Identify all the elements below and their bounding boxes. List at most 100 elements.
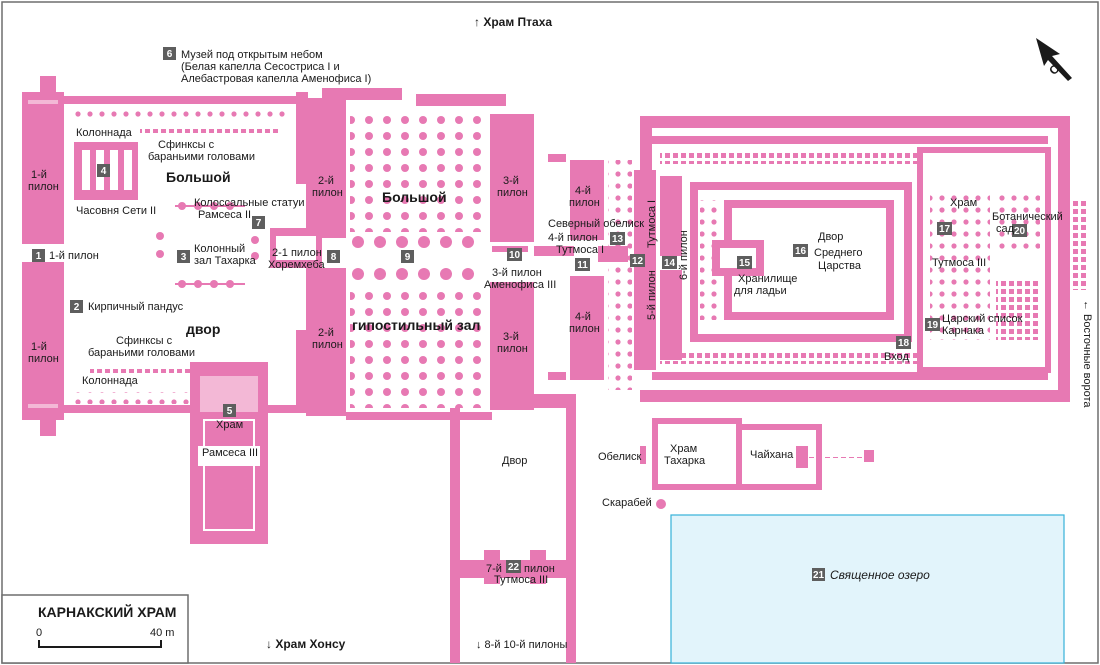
marker-20: 20 [1012,224,1027,237]
chapel-seti [74,142,138,200]
svg-text:(Белая капелла Сесостриса I и: (Белая капелла Сесостриса I и [181,61,340,73]
label-pylon6: 6-й пилон [678,230,690,280]
ramses-temple [190,362,268,544]
svg-text:бараньими головами: бараньими головами [88,347,195,359]
label-pylon1: 1-й пилон [49,250,99,262]
svg-text:Рамсеса II: Рамсеса II [198,209,251,221]
label-north-obelisk: Северный обелиск [548,218,644,230]
svg-text:зал Тахарка: зал Тахарка [194,255,257,267]
label-colonnade-top: Колоннада [76,127,133,139]
svg-text:Рамсеса III: Рамсеса III [202,447,258,459]
svg-text:для ладьи: для ладьи [734,285,787,297]
label-sacred-lake: Священное озеро [830,568,930,582]
marker-4: 4 [97,164,110,177]
label-pylon4-bot: 4-й [575,311,591,323]
label-east-gate: ← Восточные ворота [1081,300,1093,408]
east-precinct-outer [640,116,1070,402]
marker-9: 9 [401,250,414,263]
svg-text:1: 1 [36,251,42,262]
svg-text:6: 6 [167,49,173,60]
svg-text:бараньими головами: бараньими головами [148,151,255,163]
labels: Музей под открытым небом (Белая капелла … [28,49,1093,586]
svg-text:12: 12 [632,256,644,267]
label-ptah-temple: ↑ Храм Птаха [474,15,552,29]
label-colonnade-bot: Колоннада [82,375,139,387]
marker-11: 11 [575,258,590,271]
svg-text:19: 19 [927,320,939,331]
svg-text:Тутмоса III: Тутмоса III [932,257,986,269]
svg-text:Тутмоса III: Тутмоса III [494,574,548,586]
fourth-pylon [570,160,632,390]
svg-text:Царства: Царства [818,260,862,272]
marker-10: 10 [507,248,522,261]
svg-text:Хоремхеба: Хоремхеба [268,259,326,271]
svg-text:8: 8 [331,252,337,263]
marker-7: 7 [252,216,265,229]
svg-text:20: 20 [1014,226,1026,237]
label-barque: Хранилище [738,273,797,285]
label-pylon3-bot: 3-й [503,331,519,343]
legend: КАРНАКСКИЙ ХРАМ 0 40 m [1,594,189,664]
svg-text:Большой: Большой [166,169,231,185]
label-hypostyle-big: Большой [382,189,447,205]
svg-text:пилон: пилон [497,343,528,355]
label-taharqa-temple: Храм [670,443,697,455]
svg-text:4: 4 [101,166,107,177]
label-brick-ramp: Кирпичный пандус [88,301,184,313]
label-pylon2-top: 2-й [318,175,334,187]
sacred-lake: 21 Священное озеро [670,514,1065,664]
label-hypostyle: гипостильный зал [352,317,480,333]
label-pylon1-top: 1-й [31,169,47,181]
svg-text:двор: двор [186,321,220,337]
svg-text:3: 3 [181,252,187,263]
svg-text:пилон: пилон [312,339,343,351]
svg-text:2: 2 [74,302,80,313]
svg-text:11: 11 [577,260,588,271]
svg-text:пилон: пилон [312,187,343,199]
hypostyle-hall [346,94,506,420]
legend-title: КАРНАКСКИЙ ХРАМ [38,603,176,620]
label-taharqa-col: Колонный [194,243,245,255]
marker-15: 15 [737,256,752,269]
svg-text:пилон: пилон [28,353,59,365]
marker-19: 19 [925,318,940,331]
svg-text:Тахарка: Тахарка [664,455,706,467]
label-pylon7: 7-й [486,563,502,575]
svg-text:22: 22 [508,562,520,573]
svg-text:Среднего: Среднего [814,247,862,259]
label-middle-kingdom: Двор [818,231,843,243]
marker-21 [812,568,825,581]
svg-text:10: 10 [509,250,521,261]
number-markers: 1 2 3 4 5 6 7 8 9 10 11 12 13 14 15 16 1… [32,47,1027,573]
label-colossi: Колоссальные статуи [194,197,304,209]
taharqa-kiosk [156,202,259,288]
label-horemheb: 2-1 пилон [272,247,322,259]
svg-text:сад: сад [996,223,1015,235]
svg-text:пилон: пилон [28,181,59,193]
label-thutmose1: Тутмоса I [646,200,658,248]
label-pylon1-bot: 1-й [31,341,47,353]
svg-text:16: 16 [795,246,807,257]
svg-text:15: 15 [739,258,751,269]
akh-menu-temple [917,147,1088,373]
label-pylon3-amen: 3-й пилон [492,267,542,279]
svg-text:9: 9 [405,252,411,263]
svg-text:Алебастровая капелла Аменофиса: Алебастровая капелла Аменофиса I) [181,73,371,85]
label-south-pylons: ↓ 8-й 10-й пилоны [476,639,567,651]
fifth-sixth-pylon [634,170,682,370]
svg-text:пилон: пилон [524,563,555,575]
colonnade-top [70,110,290,133]
label-pylon4-top: 4-й [575,185,591,197]
svg-text:Аменофиса III: Аменофиса III [484,279,556,291]
label-pylon3-top: 3-й [503,175,519,187]
label-temple-t3: Храм [950,197,977,209]
svg-text:пилон: пилон [497,187,528,199]
label-museum: Музей под открытым небом [181,49,323,61]
svg-text:18: 18 [898,338,910,349]
first-court-walls [64,92,308,413]
marker-2: 2 [70,300,83,313]
marker-3: 3 [177,250,190,263]
svg-text:17: 17 [939,224,951,235]
label-sphinx-bot: Сфинксы с [116,335,173,347]
label-king-list: Царский список [942,313,1023,325]
